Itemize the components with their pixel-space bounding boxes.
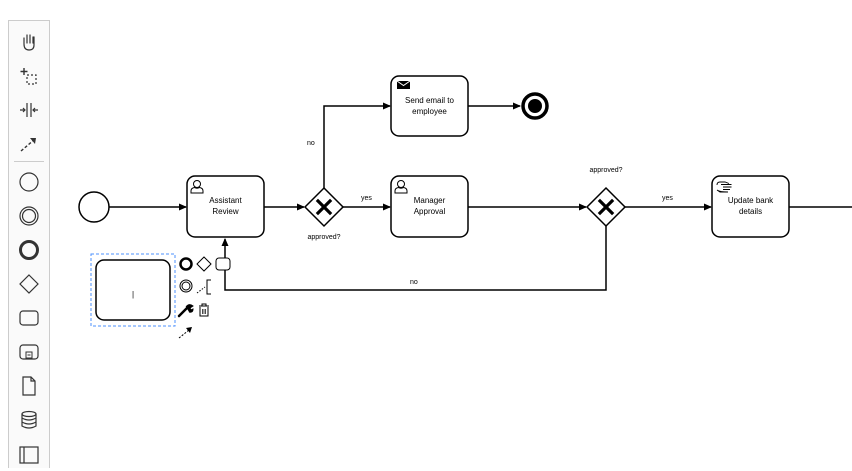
append-task-icon[interactable]	[215, 257, 231, 271]
end-event[interactable]	[521, 92, 549, 120]
task-manager-approval-line1: Manager	[414, 196, 446, 205]
user-task-icon	[394, 180, 408, 194]
participant-icon[interactable]	[9, 437, 49, 471]
append-gateway-icon[interactable]	[196, 256, 212, 272]
global-connect-tool-icon[interactable]	[9, 127, 49, 161]
flow-label-g1-no: no	[307, 140, 315, 147]
append-text-annotation-icon[interactable]	[196, 279, 211, 295]
start-event[interactable]	[78, 191, 110, 223]
gateway-icon[interactable]	[9, 267, 49, 301]
exclusive-x-icon	[315, 198, 333, 216]
flow-label-g2-no: no	[410, 279, 418, 286]
gateway-2-label: approved?	[589, 167, 622, 174]
change-type-wrench-icon[interactable]	[177, 304, 194, 318]
task-manager-approval[interactable]: Manager Approval	[390, 175, 469, 238]
direct-editing-caret[interactable]: |	[132, 290, 134, 299]
lasso-tool-icon[interactable]	[9, 59, 49, 93]
task-assistant-review-line1: Assistant	[209, 196, 242, 205]
gateway-2-exclusive[interactable]	[585, 186, 627, 228]
start-event-icon[interactable]	[9, 165, 49, 199]
gateway-1-label: approved?	[307, 234, 340, 241]
flow-label-g1-yes: yes	[361, 195, 372, 202]
palette	[8, 20, 50, 468]
flow-gateway1-no[interactable]	[323, 102, 391, 188]
subprocess-icon[interactable]	[9, 335, 49, 369]
send-envelope-icon	[396, 80, 411, 89]
data-object-icon[interactable]	[9, 369, 49, 403]
task-assistant-review[interactable]: Assistant Review	[186, 175, 265, 238]
task-update-bank[interactable]: Update bank details	[711, 175, 790, 238]
task-assistant-review-line2: Review	[212, 207, 238, 216]
gateway-1-exclusive[interactable]	[303, 186, 345, 228]
data-store-icon[interactable]	[9, 403, 49, 437]
append-end-event-icon[interactable]	[179, 257, 193, 271]
task-update-bank-line1: Update bank	[728, 196, 774, 205]
exclusive-x-icon	[597, 198, 615, 216]
new-task-editing[interactable]: |	[95, 259, 171, 321]
intermediate-event-icon[interactable]	[9, 199, 49, 233]
task-icon[interactable]	[9, 301, 49, 335]
task-send-email-line2: employee	[412, 107, 447, 116]
task-send-email[interactable]: Send email to employee	[390, 75, 469, 137]
task-manager-approval-line2: Approval	[414, 207, 446, 216]
append-intermediate-event-icon[interactable]	[179, 279, 193, 293]
manual-task-hand-icon	[716, 181, 732, 193]
delete-trash-icon[interactable]	[199, 303, 209, 317]
connect-arrow-icon[interactable]	[178, 327, 192, 339]
selection-outline	[90, 253, 176, 327]
end-event-icon[interactable]	[9, 233, 49, 267]
task-update-bank-line2: details	[739, 207, 762, 216]
user-task-icon	[190, 180, 204, 194]
context-pad	[177, 256, 231, 339]
hand-tool-icon[interactable]	[9, 25, 49, 59]
space-tool-icon[interactable]	[9, 93, 49, 127]
task-send-email-line1: Send email to	[405, 96, 454, 105]
flow-label-g2-yes: yes	[662, 195, 673, 202]
